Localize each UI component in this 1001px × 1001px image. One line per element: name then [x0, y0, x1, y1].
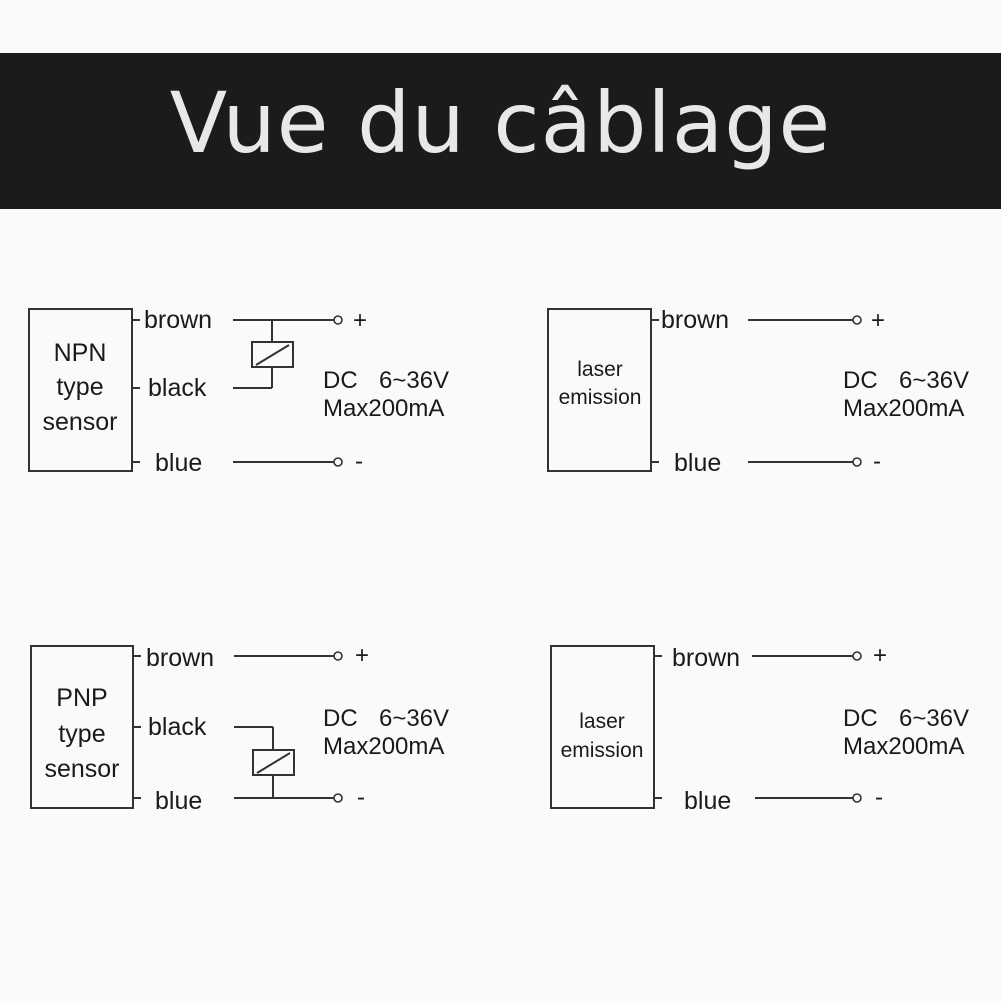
laser-bottom-spec-dc: DC [843, 705, 878, 732]
pnp-sensor-box [30, 645, 134, 809]
laser-emitter-label-1-top: laser [577, 358, 623, 381]
npn-minus-terminal [333, 457, 343, 467]
laser-emitter-diagram-bottom: laser emission brown blue + - DC 6~36V M… [550, 642, 969, 815]
laser-bottom-blue-label: blue [684, 787, 731, 815]
laser-top-blue-label: blue [674, 449, 721, 477]
pnp-plus-sign: + [355, 642, 369, 669]
pnp-minus-sign: - [357, 784, 365, 811]
laser-bottom-spec-current: Max200mA [843, 733, 964, 760]
pnp-sensor-label-1: PNP [56, 684, 107, 712]
laser-top-plus-terminal [852, 315, 862, 325]
laser-bottom-plus-terminal [852, 651, 862, 661]
laser-emitter-label-2-top: emission [559, 386, 642, 409]
pnp-spec-dc: DC [323, 705, 358, 732]
pnp-relay-slash [256, 752, 291, 774]
pnp-spec-voltage: 6~36V [379, 705, 449, 732]
pnp-sensor-diagram: PNP type sensor brown black blue + - DC … [30, 642, 449, 815]
laser-bottom-minus-terminal [852, 793, 862, 803]
laser-bottom-brown-label: brown [672, 644, 740, 672]
npn-sensor-label-3: sensor [42, 408, 117, 436]
npn-sensor-label-1: NPN [54, 339, 107, 367]
npn-spec-voltage: 6~36V [379, 367, 449, 394]
npn-blue-label: blue [155, 449, 202, 477]
npn-black-label: black [148, 374, 207, 402]
laser-top-spec-voltage: 6~36V [899, 367, 969, 394]
laser-top-minus-terminal [852, 457, 862, 467]
pnp-brown-label: brown [146, 644, 214, 672]
npn-sensor-box [28, 308, 133, 472]
laser-top-brown-label: brown [661, 306, 729, 334]
pnp-sensor-label-2: type [58, 720, 105, 748]
laser-emitter-box-bottom [550, 645, 655, 809]
npn-spec-current: Max200mA [323, 395, 444, 422]
pnp-blue-label: blue [155, 787, 202, 815]
pnp-black-label: black [148, 713, 207, 741]
npn-sensor-diagram: NPN type sensor brown black blue + - DC … [28, 306, 449, 477]
laser-emitter-label-1-bottom: laser [579, 710, 625, 733]
laser-bottom-minus-sign: - [875, 784, 883, 811]
npn-relay-slash [255, 344, 290, 366]
pnp-minus-terminal [333, 793, 343, 803]
pnp-sensor-label-3: sensor [44, 755, 119, 783]
page-title: Vue du câblage [169, 74, 832, 172]
laser-top-spec-current: Max200mA [843, 395, 964, 422]
laser-top-spec-dc: DC [843, 367, 878, 394]
npn-plus-terminal [333, 315, 343, 325]
pnp-spec-current: Max200mA [323, 733, 444, 760]
laser-top-minus-sign: - [873, 448, 881, 475]
title-banner [0, 53, 1001, 209]
laser-emitter-label-2-bottom: emission [561, 739, 644, 762]
npn-minus-sign: - [355, 448, 363, 475]
pnp-plus-terminal [333, 651, 343, 661]
npn-plus-sign: + [353, 307, 367, 334]
npn-spec-dc: DC [323, 367, 358, 394]
npn-brown-label: brown [144, 306, 212, 334]
laser-bottom-plus-sign: + [873, 642, 887, 669]
laser-emitter-diagram-top: laser emission brown blue + - DC 6~36V M… [547, 306, 969, 477]
laser-bottom-spec-voltage: 6~36V [899, 705, 969, 732]
laser-top-plus-sign: + [871, 307, 885, 334]
laser-emitter-box-top [547, 308, 652, 472]
npn-sensor-label-2: type [56, 373, 103, 401]
